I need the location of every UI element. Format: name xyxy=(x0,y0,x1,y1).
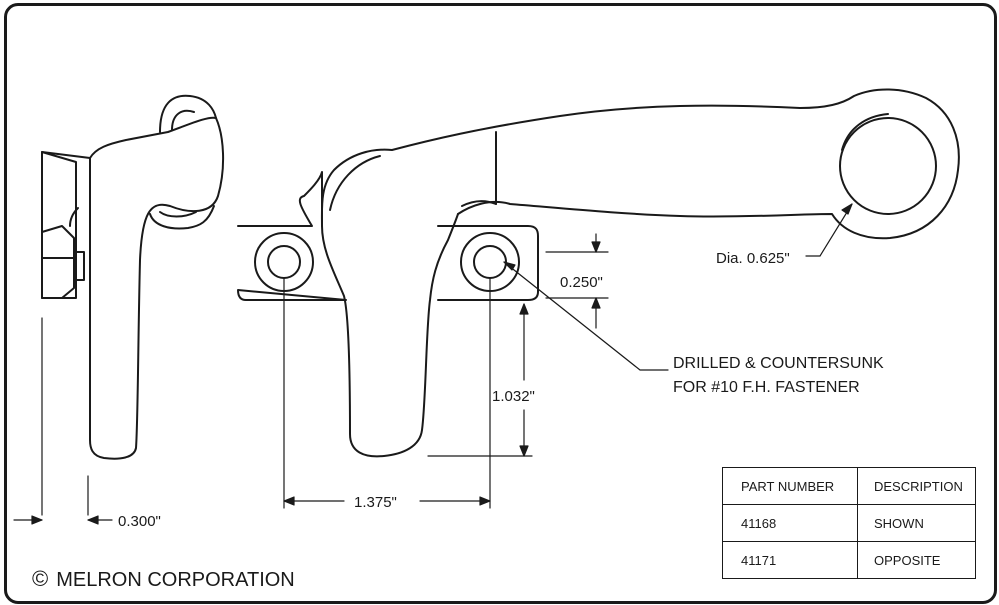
front-view xyxy=(237,88,960,458)
part-number-cell: 41171 xyxy=(722,541,858,579)
company-name: MELRON CORPORATION xyxy=(56,569,295,591)
table-row: 41171 OPPOSITE xyxy=(722,541,976,579)
note-leader xyxy=(503,261,669,371)
latch-hook xyxy=(321,213,459,458)
side-arm-body xyxy=(89,116,225,460)
dim-dia-label: Dia. 0.625" xyxy=(716,250,790,267)
dim-300-label: 0.300" xyxy=(118,513,161,530)
side-base-plate xyxy=(41,151,77,299)
eye-ring-inner xyxy=(839,117,937,215)
note-line-1: DRILLED & COUNTERSUNK xyxy=(673,355,884,372)
side-hex-nut xyxy=(41,225,75,299)
parts-table: PART NUMBER DESCRIPTION 41168 SHOWN 4117… xyxy=(722,467,976,579)
dim-1375-label: 1.375" xyxy=(354,494,397,511)
side-cam-top xyxy=(159,94,217,133)
dia-leader xyxy=(805,203,853,257)
dimension-lines xyxy=(13,203,853,525)
copyright-icon: © xyxy=(32,566,49,591)
mounting-plate xyxy=(237,171,539,301)
parts-table-header: PART NUMBER DESCRIPTION xyxy=(722,467,976,505)
note-line-2: FOR #10 F.H. FASTENER xyxy=(673,379,860,396)
header-description: DESCRIPTION xyxy=(857,467,976,505)
latch-arm xyxy=(320,88,960,240)
side-view xyxy=(41,94,225,516)
header-part-number: PART NUMBER xyxy=(722,467,858,505)
description-cell: SHOWN xyxy=(857,504,976,542)
part-number-cell: 41168 xyxy=(722,504,858,542)
dim-250-label: 0.250" xyxy=(560,274,603,291)
right-hole-inner xyxy=(473,245,507,279)
dim-1032-label: 1.032" xyxy=(492,388,535,405)
left-hole-inner xyxy=(267,245,301,279)
copyright-footer: © MELRON CORPORATION xyxy=(32,566,295,592)
table-row: 41168 SHOWN xyxy=(722,504,976,542)
description-cell: OPPOSITE xyxy=(857,541,976,579)
